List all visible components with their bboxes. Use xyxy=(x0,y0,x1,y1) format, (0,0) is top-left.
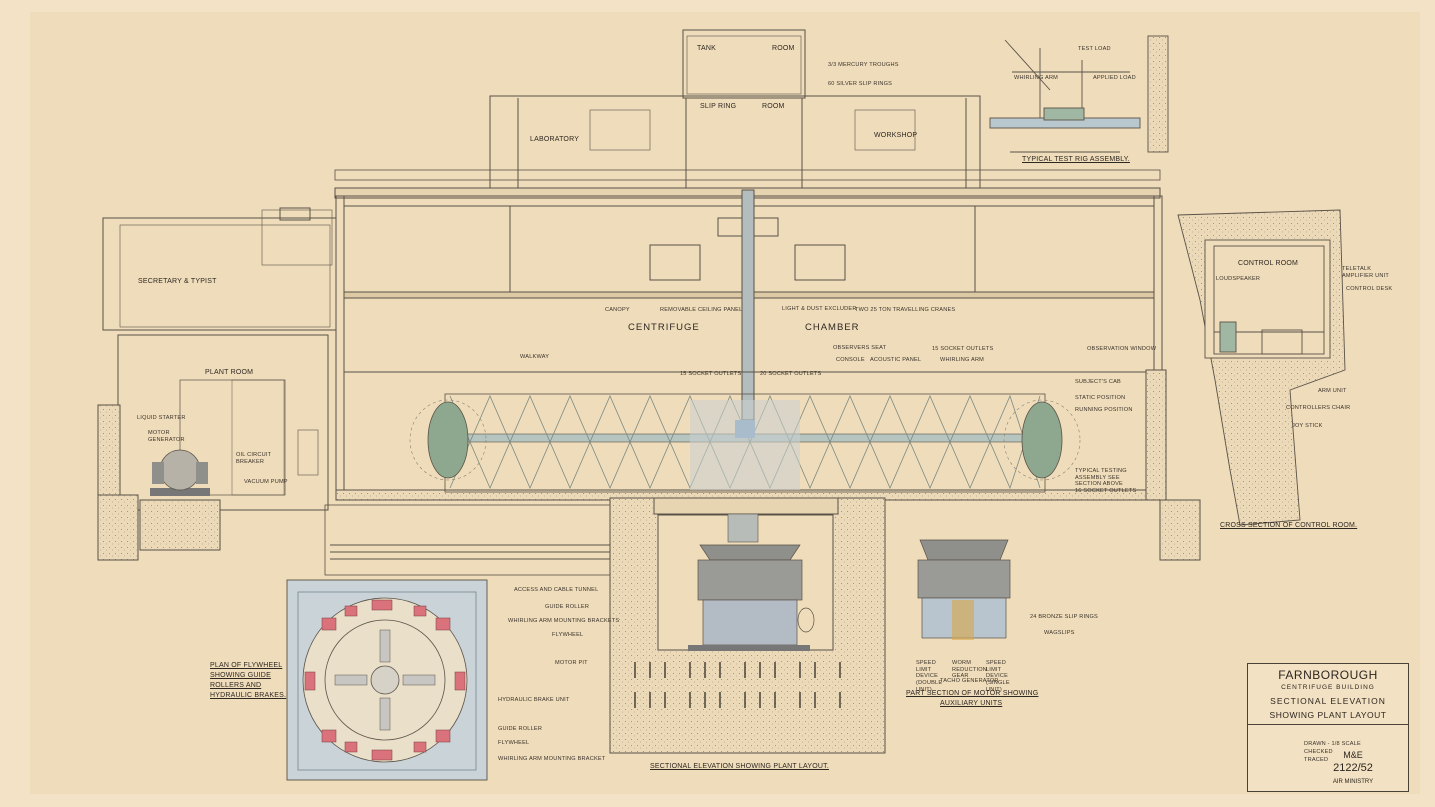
title-view1: SECTIONAL ELEVATION xyxy=(1270,696,1386,706)
tank-room-label-right: ROOM xyxy=(772,45,795,52)
secretary-label: SECRETARY & TYPIST xyxy=(138,278,217,285)
laboratory-label: LABORATORY xyxy=(530,136,580,143)
cross-section-caption: CROSS SECTION OF CONTROL ROOM. xyxy=(1220,522,1358,529)
title-building: CENTRIFUGE BUILDING xyxy=(1281,684,1375,691)
control-room-section xyxy=(1177,209,1346,526)
socket-outlets-note-lower: 16 SOCKET OUTLETS xyxy=(1075,488,1137,494)
guide-roller-note: GUIDE ROLLER xyxy=(545,604,590,610)
flywheel-caption-3: ROLLERS AND xyxy=(210,682,262,689)
bronze-rings-note: 24 BRONZE SLIP RINGS xyxy=(1030,614,1098,620)
hydraulic-brake-note: HYDRAULIC BRAKE UNIT xyxy=(498,697,570,703)
static-position-note: STATIC POSITION xyxy=(1075,395,1126,401)
motor-section-caption-1: PART SECTION OF MOTOR SHOWING xyxy=(906,690,1039,697)
guide-roller-note-plan: GUIDE ROLLER xyxy=(498,726,543,732)
socket-outlets-note-right: 15 SOCKET OUTLETS xyxy=(932,346,994,352)
flywheel-caption-2: SHOWING GUIDE xyxy=(210,672,271,679)
whirling-arm-rig-note: WHIRLING ARM xyxy=(1014,75,1059,81)
title-place: FARNBOROUGH xyxy=(1278,668,1378,682)
tacho-generator-note: TACHO GENERATOR xyxy=(940,678,999,684)
speed-limit-double-note: SPEED LIMIT DEVICE (DOUBLE UNIT) xyxy=(916,660,943,693)
observation-window-note: OBSERVATION WINDOW xyxy=(1087,346,1157,352)
test-rig-sketch xyxy=(989,35,1169,153)
title-view2: SHOWING PLANT LAYOUT xyxy=(1269,710,1387,720)
running-position-note: RUNNING POSITION xyxy=(1075,407,1133,413)
foundation-piles xyxy=(634,662,841,708)
centrifuge-label: CENTRIFUGE xyxy=(628,322,700,333)
teletalk-note: TELETALK AMPLIFIER UNIT xyxy=(1342,266,1389,279)
flywheel-note: FLYWHEEL xyxy=(552,632,584,638)
access-tunnel-note: ACCESS AND CABLE TUNNEL xyxy=(514,587,599,593)
canopy-note: CANOPY xyxy=(605,307,630,313)
loudspeaker-note: LOUDSPEAKER xyxy=(1216,276,1261,282)
ceiling-panel-note: REMOVABLE CEILING PANEL xyxy=(660,307,743,313)
worm-reduction-note: WORM REDUCTION GEAR xyxy=(952,660,988,680)
sectional-caption: SECTIONAL ELEVATION SHOWING PLANT LAYOUT… xyxy=(650,763,829,770)
title-ministry: AIR MINISTRY xyxy=(1332,779,1374,785)
flywheel-note-plan: FLYWHEEL xyxy=(498,740,530,746)
control-desk-note: CONTROL DESK xyxy=(1346,286,1393,292)
walkway-note: WALKWAY xyxy=(520,354,550,360)
flywheel-plan xyxy=(286,579,488,781)
plant-room-label: PLANT ROOM xyxy=(205,369,254,376)
title-traced: TRACED xyxy=(1304,757,1329,763)
mounting-bracket-note-plan: WHIRLING ARM MOUNTING BRACKET xyxy=(498,756,606,762)
console-note: CONSOLE xyxy=(836,357,865,363)
acoustic-panel-note: ACOUSTIC PANEL xyxy=(870,357,922,363)
flywheel-caption-1: PLAN OF FLYWHEEL xyxy=(210,662,283,669)
title-dept: M&E xyxy=(1343,750,1363,760)
motor-generator xyxy=(150,449,210,496)
whirling-arm xyxy=(409,393,1081,493)
whirling-arm-note: WHIRLING ARM xyxy=(940,357,985,363)
title-checked: CHECKED xyxy=(1304,749,1333,755)
slip-ring-label-left: SLIP RING xyxy=(700,103,737,110)
slip-ring-label-right: ROOM xyxy=(762,103,785,110)
motor-assembly xyxy=(688,513,1011,651)
oil-circuit-note: OIL CIRCUIT BREAKER xyxy=(236,452,272,465)
mercury-troughs-note: 3/3 MERCURY TROUGHS xyxy=(828,62,899,68)
flywheel-caption-4: HYDRAULIC BRAKES. xyxy=(210,692,287,699)
applied-load-note: APPLIED LOAD xyxy=(1093,75,1136,81)
light-dust-note: LIGHT & DUST EXCLUDER xyxy=(782,306,857,312)
motor-section-caption-2: AUXILIARY UNITS xyxy=(940,700,1003,707)
socket-outlets-note-left: 15 SOCKET OUTLETS xyxy=(680,371,742,377)
cranes-note: TWO 25 TON TRAVELLING CRANES xyxy=(855,307,956,313)
vacuum-pump-note: VACUUM PUMP xyxy=(244,479,288,485)
title-block: FARNBOROUGH CENTRIFUGE BUILDING SECTIONA… xyxy=(1247,663,1409,792)
tank-room-label-left: TANK xyxy=(697,45,716,52)
arm-unit-note: ARM UNIT xyxy=(1318,388,1347,394)
title-drawing-no: 2122/52 xyxy=(1333,762,1373,774)
mounting-brackets-note: WHIRLING ARM MOUNTING BRACKETS xyxy=(508,618,620,624)
controllers-chair-note: CONTROLLERS CHAIR xyxy=(1286,405,1351,411)
workshop-label: WORKSHOP xyxy=(874,132,918,139)
silver-slip-rings-note: 60 SILVER SLIP RINGS xyxy=(828,81,893,87)
motor-pit-note: MOTOR PIT xyxy=(555,660,588,666)
motor-generator-note: MOTOR GENERATOR xyxy=(148,430,185,443)
observers-seat-note: OBSERVERS SEAT xyxy=(833,345,887,351)
speed-limit-single-note: SPEED LIMIT DEVICE (SINGLE UNIT) xyxy=(986,660,1010,693)
joy-stick-note: JOY STICK xyxy=(1292,423,1323,429)
test-load-note: TEST LOAD xyxy=(1078,46,1111,52)
subjects-cab-note: SUBJECT'S CAB xyxy=(1075,379,1121,385)
wagslips-note: WAGSLIPS xyxy=(1044,630,1075,636)
test-rig-caption: TYPICAL TEST RIG ASSEMBLY. xyxy=(1022,156,1130,163)
chamber-label: CHAMBER xyxy=(805,322,860,333)
socket-outlets-note-centre: 20 SOCKET OUTLETS xyxy=(760,371,822,377)
typical-testing-note: TYPICAL TESTING ASSEMBLY SEE SECTION ABO… xyxy=(1075,468,1127,488)
liquid-starter-note: LIQUID STARTER xyxy=(137,415,186,421)
title-scale: DRAWN - 1/8 SCALE xyxy=(1304,741,1361,747)
control-room-label: CONTROL ROOM xyxy=(1238,260,1299,267)
